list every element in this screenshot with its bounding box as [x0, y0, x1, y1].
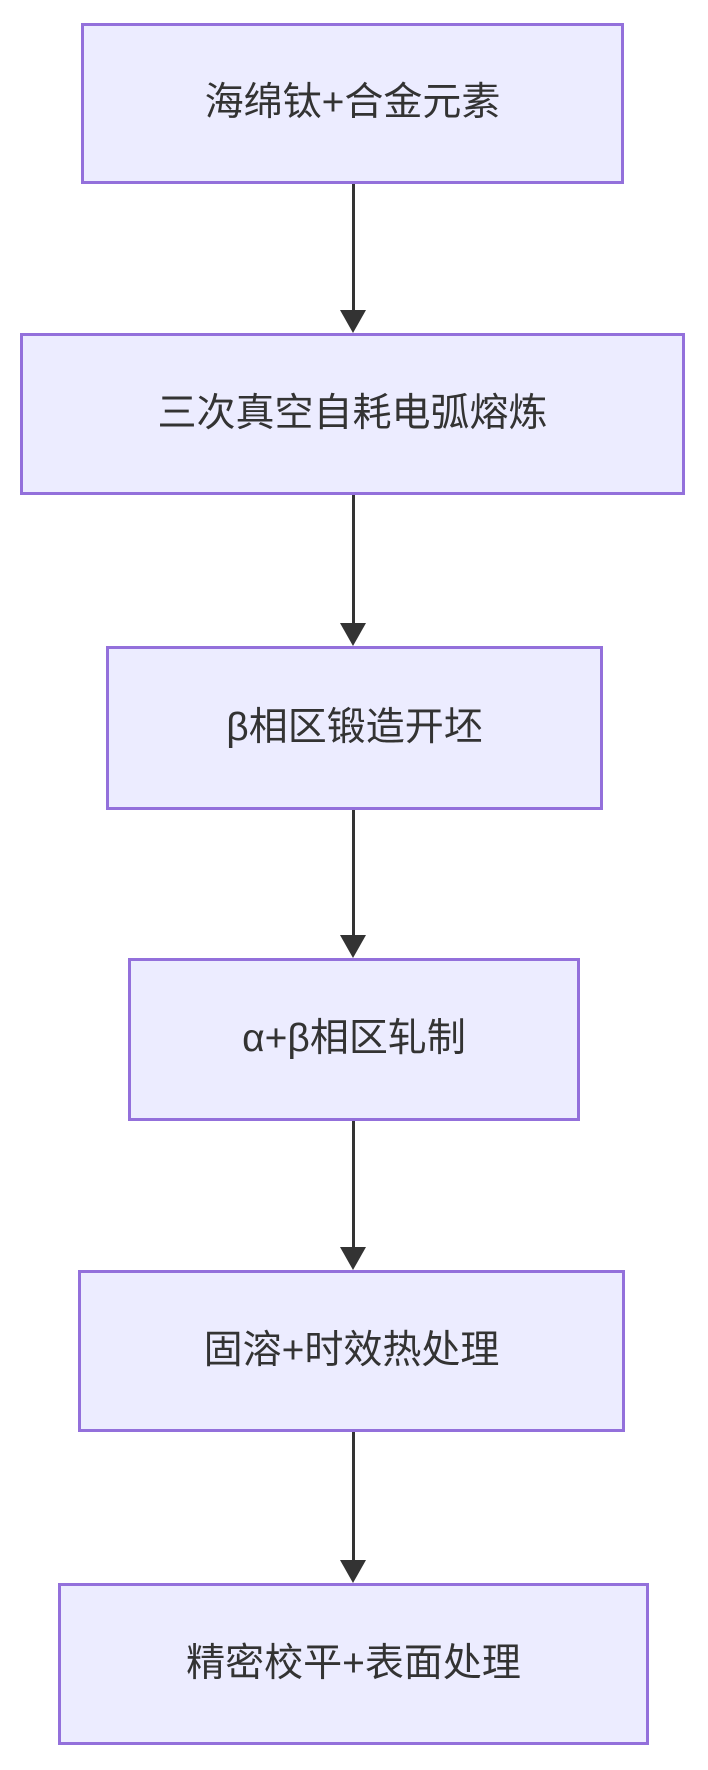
flow-node-alpha-beta-rolling: α+β相区轧制 — [128, 958, 580, 1121]
arrow-shaft — [351, 1432, 355, 1560]
flow-node-label: 固溶+时效热处理 — [203, 1328, 500, 1372]
flow-node-label: α+β相区轧制 — [242, 1017, 466, 1061]
flow-node-label: β相区锻造开坯 — [226, 705, 483, 749]
arrow-shaft — [351, 495, 355, 623]
flow-arrow-2 — [340, 495, 366, 646]
flow-arrow-5 — [340, 1432, 366, 1583]
arrow-shaft — [351, 1121, 355, 1247]
flow-node-label: 海绵钛+合金元素 — [204, 81, 501, 125]
flow-node-raw-materials: 海绵钛+合金元素 — [81, 23, 624, 184]
flow-node-label: 精密校平+表面处理 — [186, 1641, 521, 1685]
flow-node-beta-forging: β相区锻造开坯 — [106, 646, 603, 810]
arrow-head-icon — [340, 1560, 366, 1583]
flow-node-label: 三次真空自耗电弧熔炼 — [157, 391, 548, 435]
arrow-shaft — [351, 810, 355, 935]
arrow-head-icon — [340, 310, 366, 333]
arrow-shaft — [351, 184, 355, 310]
flow-arrow-1 — [340, 184, 366, 333]
flow-node-leveling-surface-treatment: 精密校平+表面处理 — [58, 1583, 649, 1745]
flow-node-vacuum-arc-melting: 三次真空自耗电弧熔炼 — [20, 333, 685, 495]
arrow-head-icon — [340, 623, 366, 646]
flow-arrow-4 — [340, 1121, 366, 1270]
arrow-head-icon — [340, 1247, 366, 1270]
arrow-head-icon — [340, 935, 366, 958]
flow-arrow-3 — [340, 810, 366, 958]
flow-node-heat-treatment: 固溶+时效热处理 — [78, 1270, 625, 1432]
